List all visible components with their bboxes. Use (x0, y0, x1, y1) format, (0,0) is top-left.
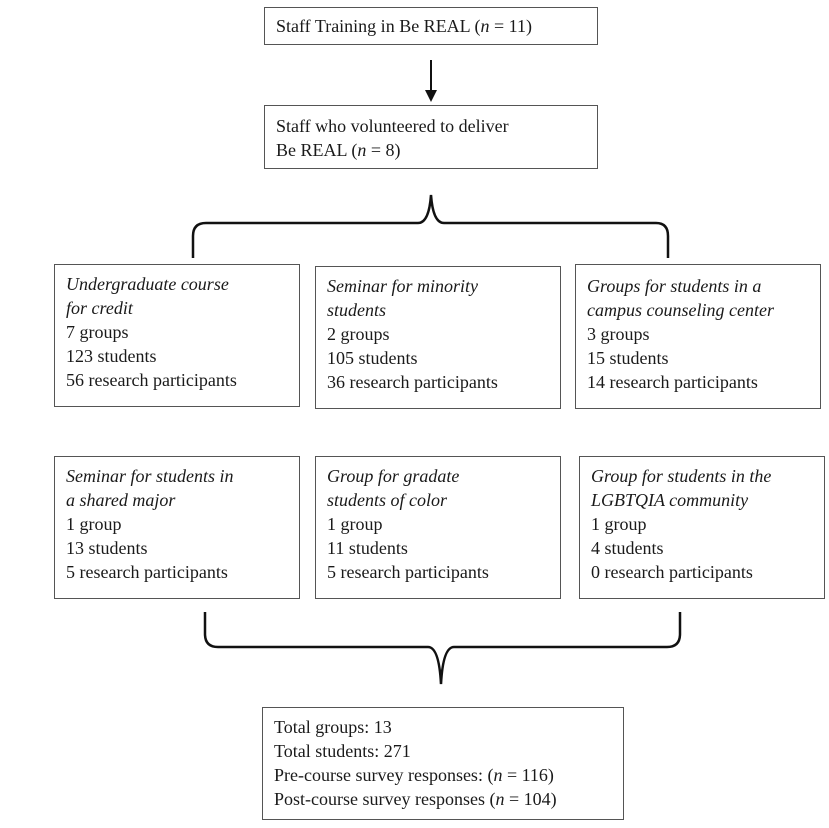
volunteer-staff-box: Staff who volunteered to deliver Be REAL… (264, 105, 598, 169)
total-students: Total students: 271 (274, 741, 411, 761)
totals-box: Total groups: 13 Total students: 271 Pre… (262, 707, 624, 820)
group-title-line: campus counseling center (587, 300, 774, 320)
group-box-undergraduate-course: Undergraduate course for credit 7 groups… (54, 264, 300, 407)
group-title-line: a shared major (66, 490, 176, 510)
participant-count: 5 research participants (66, 562, 228, 582)
group-box-counseling-center: Groups for students in a campus counseli… (575, 264, 821, 409)
group-title-line: LGBTQIA community (591, 490, 749, 510)
student-count: 13 students (66, 538, 148, 558)
group-box-graduate-students-of-color: Group for gradate students of color 1 gr… (315, 456, 561, 599)
group-count: 3 groups (587, 324, 650, 344)
student-count: 123 students (66, 346, 157, 366)
participant-count: 0 research participants (591, 562, 753, 582)
group-title-line: students (327, 300, 387, 320)
group-title-line: Seminar for students in (66, 466, 234, 486)
group-count: 1 group (591, 514, 647, 534)
staff-training-box: Staff Training in Be REAL (n = 11) (264, 7, 598, 45)
staff-training-text: Staff Training in Be REAL (n = 11) (276, 16, 532, 36)
group-title-line: Seminar for minority (327, 276, 478, 296)
upper-brace (191, 194, 670, 258)
group-title-line: Undergraduate course (66, 274, 229, 294)
group-box-lgbtqia: Group for students in the LGBTQIA commun… (579, 456, 825, 599)
group-box-minority-seminar: Seminar for minority students 2 groups 1… (315, 266, 561, 409)
total-groups: Total groups: 13 (274, 717, 392, 737)
lower-brace (203, 612, 682, 685)
student-count: 15 students (587, 348, 669, 368)
student-count: 4 students (591, 538, 664, 558)
group-title-line: for credit (66, 298, 133, 318)
student-count: 11 students (327, 538, 408, 558)
group-count: 7 groups (66, 322, 129, 342)
participant-count: 14 research participants (587, 372, 758, 392)
group-count: 1 group (66, 514, 122, 534)
group-title-line: Groups for students in a (587, 276, 762, 296)
volunteer-line2: Be REAL (n = 8) (276, 140, 401, 160)
group-title-line: students of color (327, 490, 447, 510)
group-box-shared-major: Seminar for students in a shared major 1… (54, 456, 300, 599)
student-count: 105 students (327, 348, 418, 368)
participant-count: 56 research participants (66, 370, 237, 390)
group-title-line: Group for students in the (591, 466, 772, 486)
arrow-head (425, 90, 437, 102)
pre-course-responses: Pre-course survey responses: (n = 116) (274, 765, 554, 785)
post-course-responses: Post-course survey responses (n = 104) (274, 789, 557, 809)
group-title-line: Group for gradate (327, 466, 460, 486)
group-count: 2 groups (327, 324, 390, 344)
participant-count: 36 research participants (327, 372, 498, 392)
group-count: 1 group (327, 514, 383, 534)
participant-count: 5 research participants (327, 562, 489, 582)
volunteer-line1: Staff who volunteered to deliver (276, 116, 509, 136)
